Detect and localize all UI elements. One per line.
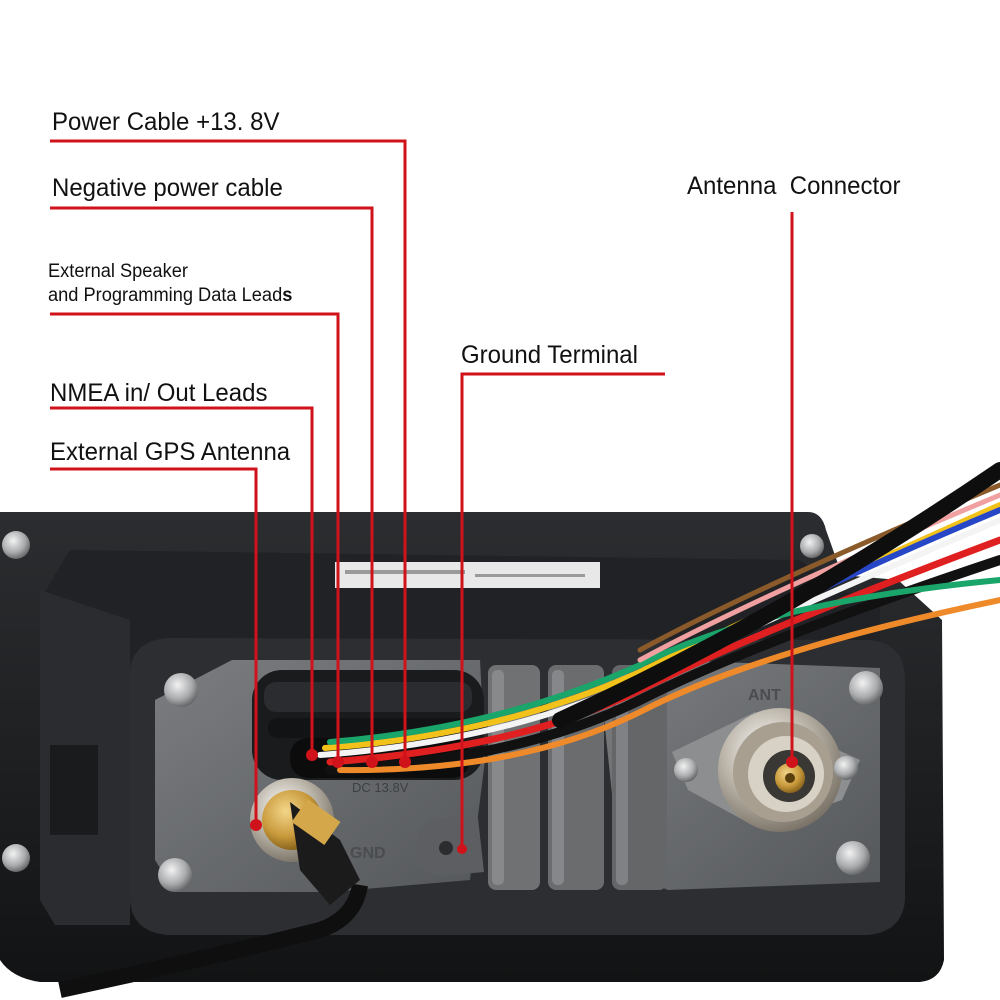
label-nmea-leads: NMEA in/ Out Leads	[50, 379, 268, 407]
leader-negative-power-cable	[50, 206, 374, 762]
label-external-speaker: External Speaker and Programming Data Le…	[48, 260, 292, 308]
gps-connector	[58, 778, 368, 998]
label-external-speaker-line1: External Speaker	[48, 261, 188, 282]
antenna-connector	[672, 708, 860, 832]
label-ground-terminal: Ground Terminal	[461, 341, 638, 369]
label-external-speaker-line2: and Programming Data Leads	[48, 285, 293, 306]
gnd-marking: GND	[350, 845, 386, 862]
leader-external-speaker	[50, 312, 340, 762]
leader-lines	[50, 139, 794, 849]
leader-nmea-leads	[50, 406, 314, 755]
leader-external-gps-antenna	[50, 467, 258, 825]
leader-power-cable	[50, 139, 407, 762]
dc-marking: DC 13.8V	[352, 780, 409, 795]
label-antenna-connector: Antenna Connector	[687, 172, 901, 200]
leader-dots	[250, 749, 798, 854]
leader-ground-terminal	[460, 372, 665, 849]
label-power-cable: Power Cable +13. 8V	[52, 108, 280, 136]
label-external-gps-antenna: External GPS Antenna	[50, 438, 291, 466]
ant-marking: ANT	[748, 687, 781, 704]
wire-bundle	[317, 462, 1000, 775]
screws	[2, 531, 883, 892]
label-negative-power-cable: Negative power cable	[52, 174, 283, 202]
